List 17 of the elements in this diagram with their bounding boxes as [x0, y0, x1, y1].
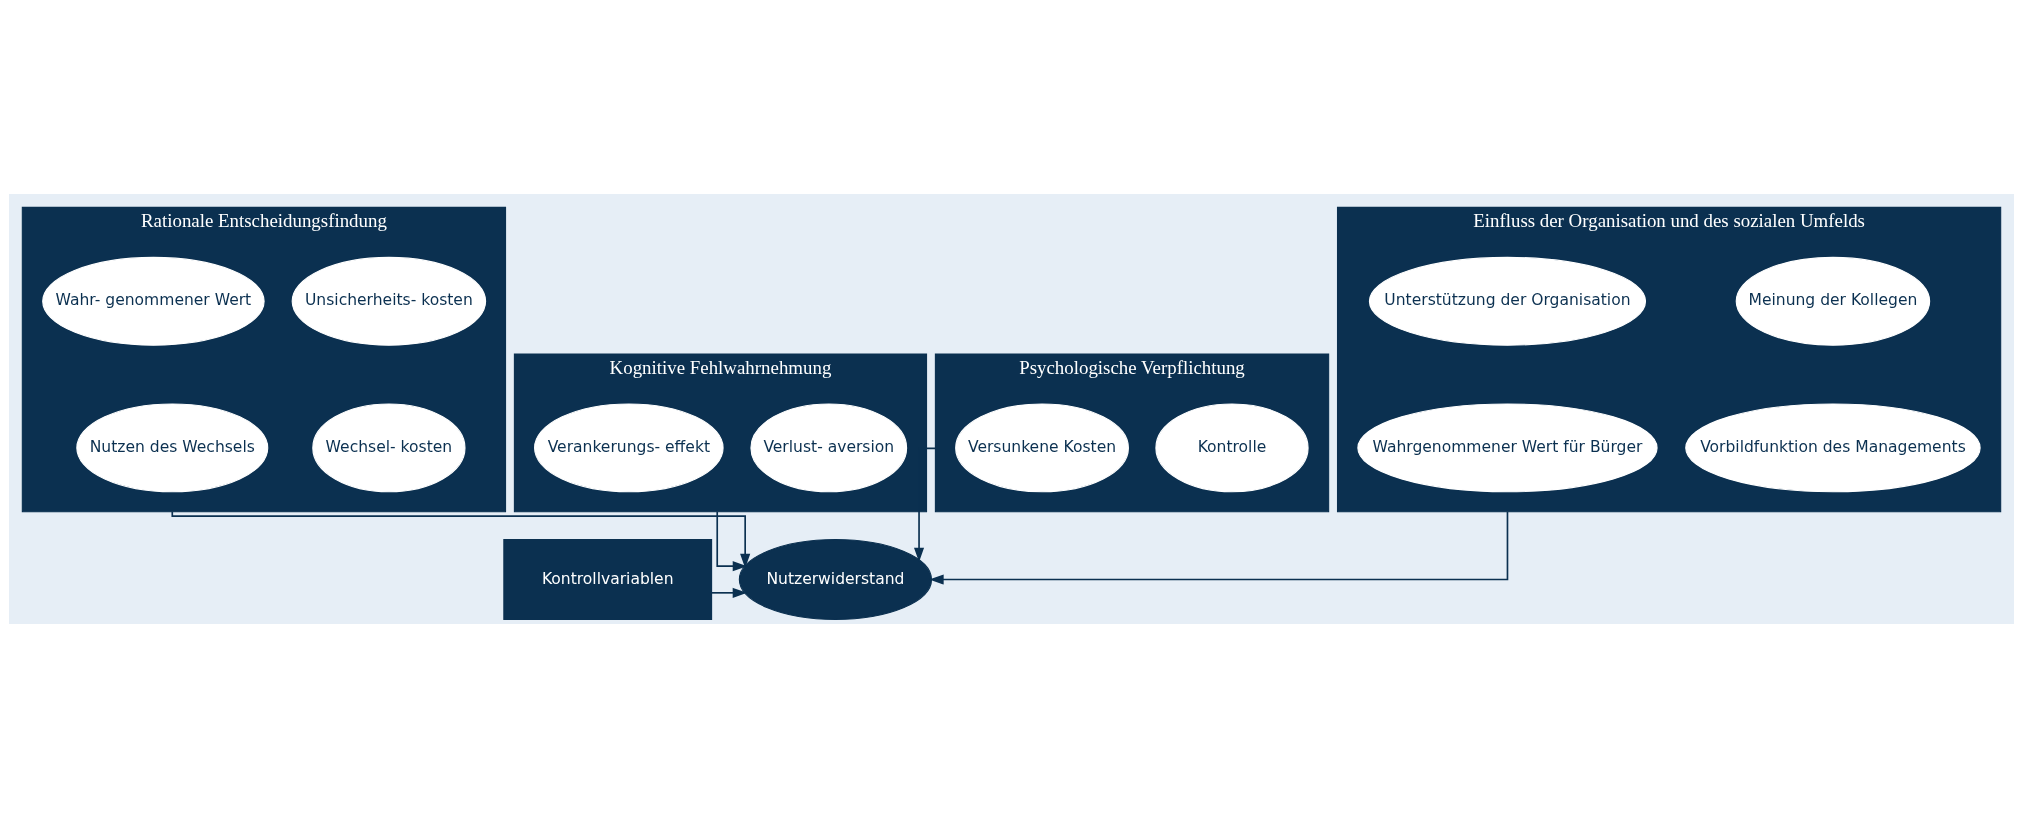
arrow [913, 447, 936, 562]
node-ellipse: Vorbildfunktion des Managements [1684, 402, 1981, 492]
node-ellipse: Wahrgenommener Wert für Bürger [1356, 402, 1658, 492]
node-ellipse: Nutzen des Wechsels [75, 402, 268, 492]
arrow [170, 510, 750, 568]
node-ellipse: Unterstützung der Organisation [1368, 256, 1646, 346]
arrow [715, 510, 747, 571]
node-ellipse: Verankerungs- effekt [533, 402, 724, 492]
node-ellipse: Verlust- aversion [749, 402, 907, 492]
node-ellipse: Unsicherheits- kosten [291, 256, 486, 346]
node-box: Kontrollvariablen [502, 538, 712, 620]
arrow [710, 587, 747, 598]
node-ellipse: Versunkene Kosten [954, 402, 1129, 492]
node-ellipse: Wechsel- kosten [311, 402, 466, 492]
node-ellipse: Meinung der Kollegen [1735, 256, 1930, 346]
node-ellipse: Kontrolle [1154, 402, 1309, 492]
node-ellipse: Wahr- genommener Wert [41, 256, 265, 346]
